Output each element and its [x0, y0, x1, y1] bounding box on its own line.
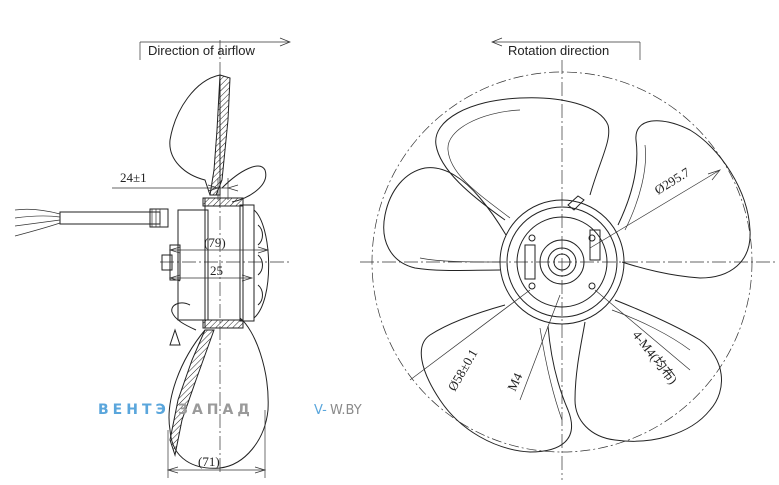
arrow-left-icon	[491, 37, 641, 60]
power-cable	[14, 208, 169, 237]
dim-m4-text: M4	[504, 370, 525, 393]
side-view: Direction of airflow	[14, 37, 291, 478]
lower-blade	[168, 302, 269, 469]
watermark: ВЕНТЭ ЗАПАД V- W.BY	[98, 402, 362, 418]
hub-label-plate-left	[524, 244, 536, 280]
dim-25: 25	[168, 263, 254, 282]
dim-offset-text: 24±1	[120, 170, 147, 185]
watermark-site-b: W.BY	[330, 403, 362, 418]
outer-diameter-circle	[371, 71, 753, 453]
front-view: Rotation direction	[360, 37, 775, 480]
dim-71: (71)	[166, 410, 267, 478]
watermark-site-a: V-	[314, 403, 327, 418]
dim-diameter-58-text: Ø58±0.1	[445, 346, 481, 393]
dim-diameter-295: Ø295.7	[589, 164, 722, 249]
motor-hub	[161, 197, 270, 329]
hub	[499, 195, 625, 325]
dim-25-text: 25	[210, 263, 223, 278]
airflow-label: Direction of airflow	[148, 43, 256, 58]
watermark-brand-a: ВЕНТЭ	[98, 402, 170, 418]
upper-blade	[169, 74, 267, 203]
rotation-label: Rotation direction	[508, 43, 609, 58]
dim-holes: 4-M4(均布)	[594, 289, 691, 387]
hub-label-plate-right	[589, 229, 601, 261]
dim-m4: M4	[504, 294, 561, 401]
fan-blades	[383, 97, 751, 453]
arrow-right-icon	[139, 37, 291, 60]
dim-79-text: (79)	[204, 235, 226, 250]
dim-71-text: (71)	[198, 454, 220, 469]
dim-offset: 24±1	[112, 170, 239, 200]
dim-holes-text: 4-M4(均布)	[630, 328, 681, 387]
dim-diameter-295-text: Ø295.7	[652, 164, 693, 197]
dim-79: (79)	[168, 235, 270, 254]
watermark-brand-b: ЗАПАД	[178, 402, 254, 418]
